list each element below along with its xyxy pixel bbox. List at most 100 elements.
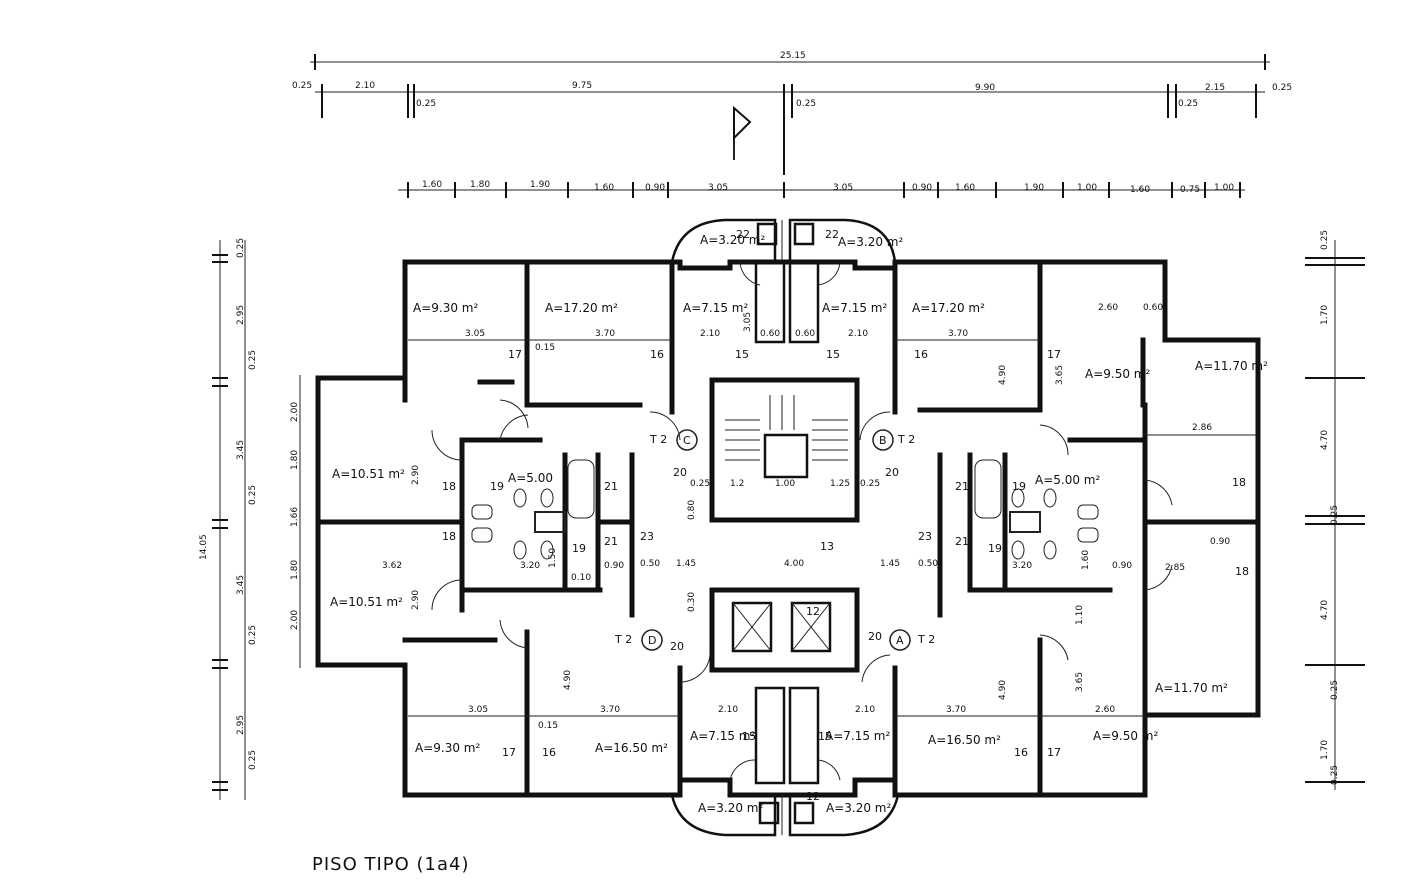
left-dim-7: 0.25 xyxy=(248,625,258,645)
inner-dim: 3.62 xyxy=(382,561,402,571)
inner-dim: 2.90 xyxy=(411,465,421,485)
room-number: 23 xyxy=(640,530,654,543)
inner-dim: 0.10 xyxy=(571,573,591,583)
unit-type-label: T 2 xyxy=(649,433,667,446)
inner-dim: 0.60 xyxy=(760,329,780,339)
overall-height-label: 14.05 xyxy=(199,534,209,560)
left-dim-2: 2.95 xyxy=(236,305,246,325)
left-inner-dim-4: 1.80 xyxy=(290,560,300,580)
inner-dim: 1.60 xyxy=(1081,550,1091,570)
inner-dim: 0.25 xyxy=(690,479,710,489)
unit-letter: D xyxy=(648,634,656,647)
top-dim2-8: 0.90 xyxy=(912,183,932,193)
room-number: 21 xyxy=(604,480,618,493)
inner-dim: 1.00 xyxy=(775,479,795,489)
room-number: 17 xyxy=(1047,348,1061,361)
area-label: A=10.51 m² xyxy=(330,595,403,609)
inner-dim: 4.00 xyxy=(784,559,804,569)
room-number: 22 xyxy=(736,228,750,241)
inner-dim: 1.45 xyxy=(676,559,696,569)
inner-dim: 0.15 xyxy=(535,343,555,353)
balcony-area-label: A=3.20 m² xyxy=(700,233,765,247)
room-number: 18 xyxy=(442,480,456,493)
inner-dim: 3.05 xyxy=(743,312,753,332)
top-dim2-3: 1.90 xyxy=(530,180,550,190)
top-dim-2: 2.10 xyxy=(355,81,375,91)
room-number: 20 xyxy=(670,640,684,653)
inner-dim: 3.65 xyxy=(1075,672,1085,692)
inner-dim: 2.86 xyxy=(1192,423,1212,433)
area-label: A=7.15 m² xyxy=(825,729,890,743)
left-dim-4: 3.45 xyxy=(236,440,246,460)
room-number: 16 xyxy=(914,348,928,361)
top-dim2-13: 0.75 xyxy=(1180,185,1200,195)
sanitary-fixtures xyxy=(471,459,1099,560)
top-dim2-12: 1.60 xyxy=(1130,185,1150,195)
inner-dim: 2.60 xyxy=(1098,303,1118,313)
inner-dim: 4.90 xyxy=(563,670,573,690)
right-dim-2: 1.70 xyxy=(1320,305,1330,325)
room-number: 15 xyxy=(735,348,749,361)
area-label: A=7.15 m² xyxy=(822,301,887,315)
unit-letter: B xyxy=(879,434,887,447)
top-dim2-7: 3.05 xyxy=(833,183,853,193)
drawing-title: PISO TIPO (1a4) xyxy=(312,854,470,875)
right-dim-6: 0.25 xyxy=(1330,680,1340,700)
area-labels: A=9.30 m² A=17.20 m² A=7.15 m² A=7.15 m²… xyxy=(330,233,1268,815)
area-label: A=9.30 m² xyxy=(415,741,480,755)
left-dim-8: 2.95 xyxy=(236,715,246,735)
right-dim-1: 0.25 xyxy=(1320,230,1330,250)
top-dim-1: 0.25 xyxy=(292,81,312,91)
room-number: 17 xyxy=(502,746,516,759)
inner-dim: 0.60 xyxy=(1143,303,1163,313)
interior-walls xyxy=(315,222,1261,825)
balcony-area-label: A=3.20 m² xyxy=(698,801,763,815)
inner-dim: 0.30 xyxy=(687,592,697,612)
right-dim-3: 4.70 xyxy=(1320,430,1330,450)
area-label: A=7.15 m² xyxy=(683,301,748,315)
left-inner-dim-2: 1.80 xyxy=(290,450,300,470)
top-dim2-1: 1.60 xyxy=(422,180,442,190)
top-dim2-6: 3.05 xyxy=(708,183,728,193)
right-dim-7: 1.70 xyxy=(1320,740,1330,760)
room-number: 13 xyxy=(820,540,834,553)
area-label: A=17.20 m² xyxy=(545,301,618,315)
inner-dim: 2.10 xyxy=(848,329,868,339)
area-label: A=9.50 m² xyxy=(1093,729,1158,743)
top-dim2-5: 0.90 xyxy=(645,183,665,193)
room-number: 22 xyxy=(825,228,839,241)
area-label: A=16.50 m² xyxy=(595,741,668,755)
unit-type-label: T 2 xyxy=(897,433,915,446)
unit-tags: T 2 C B T 2 T 2 D A T 2 xyxy=(614,429,935,651)
inner-dim: 2.60 xyxy=(1095,705,1115,715)
room-number: 21 xyxy=(955,535,969,548)
room-number: 21 xyxy=(604,535,618,548)
room-number: 20 xyxy=(885,466,899,479)
area-label: A=16.50 m² xyxy=(928,733,1001,747)
door-swings xyxy=(431,261,1173,781)
inner-dim: 2.10 xyxy=(855,705,875,715)
left-dim-3: 0.25 xyxy=(248,350,258,370)
area-label: A=17.20 m² xyxy=(912,301,985,315)
inner-dim: 1.2 xyxy=(730,479,744,489)
area-label: A=9.50 m² xyxy=(1085,367,1150,381)
inner-dim: 1.45 xyxy=(880,559,900,569)
inner-dim: 3.70 xyxy=(600,705,620,715)
inner-dim: 0.90 xyxy=(1112,561,1132,571)
inner-dim: 1.25 xyxy=(830,479,850,489)
top-dimension-chains: 25.15 0.25 2.10 0.25 9.75 0.25 9.90 0.25… xyxy=(292,51,1292,198)
room-number: 18 xyxy=(442,530,456,543)
inner-dimensions: 3.05 3.70 2.10 2.10 3.70 2.60 0.60 2.86 … xyxy=(382,303,1258,731)
building-outline xyxy=(315,218,1261,837)
area-label: A=7.15 m² xyxy=(690,729,755,743)
inner-dim: 2.85 xyxy=(1165,563,1185,573)
inner-dim: 0.60 xyxy=(795,329,815,339)
top-dim2-9: 1.60 xyxy=(955,183,975,193)
top-dim-8: 2.15 xyxy=(1205,83,1225,93)
room-number: 17 xyxy=(508,348,522,361)
room-number: 15 xyxy=(818,730,832,743)
top-dim-7: 0.25 xyxy=(1178,99,1198,109)
inner-dim: 0.50 xyxy=(640,559,660,569)
left-inner-dim-3: 1.66 xyxy=(290,507,300,527)
inner-dim: 2.90 xyxy=(411,590,421,610)
